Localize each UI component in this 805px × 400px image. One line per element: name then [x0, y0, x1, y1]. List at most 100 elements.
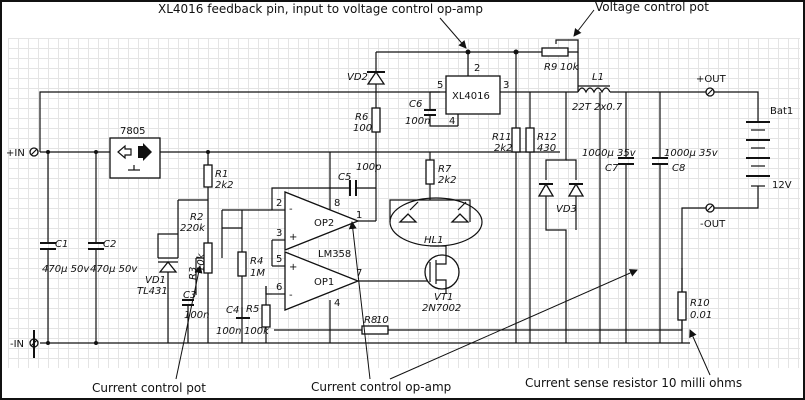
- annotation-current-opamp: Current control op-amp: [311, 380, 451, 394]
- op2-plus: +: [289, 232, 297, 243]
- c6-value: 100n: [405, 116, 430, 127]
- r12-ref: R12: [537, 132, 557, 143]
- input-positive-rail: [39, 91, 560, 153]
- capacitor-c7: 1000µ 35v C7: [582, 92, 637, 343]
- svg-text:1: 1: [356, 210, 362, 221]
- r6-ref: R6: [355, 112, 368, 123]
- vd1-value: TL431: [137, 286, 168, 297]
- l1-ref: L1: [592, 72, 604, 83]
- vt1-value: 2N7002: [422, 303, 461, 314]
- resistor-r6: R6 100: [353, 107, 381, 222]
- c5-ref: C5: [338, 172, 351, 183]
- wire-out-neg: [714, 186, 759, 209]
- c7-ref: C7: [605, 163, 619, 174]
- capacitor-c5: C5 100p: [271, 162, 381, 210]
- resistor-r11: R11 2k2: [492, 52, 521, 343]
- ground-rail: [40, 92, 690, 344]
- annotation-current-pot: Current control pot: [92, 381, 206, 395]
- zener-vd1: VD1 TL431: [137, 200, 179, 343]
- r1-ref: R1: [215, 169, 228, 180]
- in-negative-label: -IN: [10, 339, 24, 350]
- r12-value: 430: [537, 143, 556, 154]
- capacitor-c6: C6 100n: [405, 92, 458, 127]
- resistor-r12: R12 430: [525, 92, 557, 343]
- svg-text:4: 4: [334, 298, 340, 309]
- svg-text:4: 4: [449, 116, 455, 127]
- in-positive-terminal: +IN: [6, 147, 39, 159]
- r8-value: 10: [376, 315, 389, 326]
- annotation-feedback: XL4016 feedback pin, input to voltage co…: [158, 2, 483, 16]
- regulator-7805: 7805: [109, 126, 161, 179]
- r5-ref: R5: [246, 304, 259, 315]
- op2-label: OP2: [314, 218, 334, 229]
- r3-value: 10k: [196, 252, 207, 272]
- schematic-grid: [8, 38, 800, 368]
- out-negative-label: -OUT: [700, 219, 726, 230]
- r3-ref: R3: [188, 267, 199, 280]
- wire-op1-minus: [265, 286, 272, 295]
- inductor-l1: L1 22T 2x0.7: [514, 72, 706, 113]
- r10-value: 0.01: [690, 310, 712, 321]
- resistor-r7: R7 2k2: [425, 152, 457, 200]
- capacitor-c1: C1 470µ 50v: [40, 150, 90, 345]
- capacitor-c8: 1000µ 35v C8: [652, 92, 719, 343]
- r4-ref: R4: [250, 256, 263, 267]
- svg-text:2: 2: [276, 198, 282, 209]
- bat1-ref: Bat1: [770, 106, 793, 117]
- resistor-r2: R2 220k: [178, 199, 209, 234]
- r1-value: 2k2: [215, 180, 234, 191]
- c4-ref: C4: [226, 305, 239, 316]
- c7-value: 1000µ 35v: [582, 148, 637, 159]
- converter-xl4016: XL4016 2 3 5 4: [430, 52, 514, 127]
- svg-text:7: 7: [356, 268, 362, 279]
- c6-ref: C6: [409, 99, 422, 110]
- battery-bat1: Bat1 12V: [746, 106, 793, 191]
- capacitor-c4: C4 100n: [216, 305, 250, 337]
- opamp-op1: OP1 + -: [284, 251, 360, 311]
- annotation-voltage-pot: Voltage control pot: [595, 0, 709, 14]
- led-hl1: HL1: [389, 197, 483, 247]
- regulator-label: 7805: [120, 126, 145, 137]
- in-positive-label: +IN: [6, 148, 25, 159]
- vt1-ref: VT1: [434, 292, 453, 303]
- c1-ref: C1: [55, 239, 68, 250]
- wire-out-neg-sense: [681, 207, 706, 292]
- diode-vd2: VD2: [347, 52, 386, 108]
- annotation-sense-resistor: Current sense resistor 10 milli ohms: [525, 376, 742, 390]
- opamp-op2: OP2 - +: [284, 191, 360, 251]
- capacitor-c3: C3 100n: [182, 290, 209, 343]
- out-positive-label: +OUT: [696, 74, 727, 85]
- bat1-value: 12V: [772, 180, 792, 191]
- resistor-r5: R5 100k: [244, 286, 271, 343]
- resistor-r4: R4 1M: [221, 209, 272, 343]
- vd1-ref: VD1: [145, 275, 166, 286]
- l1-value: 22T 2x0.7: [572, 102, 623, 113]
- r11-value: 2k2: [494, 143, 513, 154]
- r4-value: 1M: [250, 268, 265, 279]
- c8-ref: C8: [672, 163, 685, 174]
- in-negative-terminal: -IN: [10, 330, 39, 358]
- r6-value: 100: [353, 123, 372, 134]
- op1-label: OP1: [314, 277, 334, 288]
- svg-text:2: 2: [474, 63, 480, 74]
- op1-minus: -: [289, 290, 293, 301]
- opamp-pins: 2 3 5 6 8 4 1 7: [272, 196, 362, 343]
- r7-value: 2k2: [438, 175, 457, 186]
- svg-text:5: 5: [276, 254, 282, 265]
- r7-ref: R7: [438, 164, 452, 175]
- r2-value: 220k: [180, 223, 206, 234]
- hl1-ref: HL1: [424, 235, 443, 246]
- r2-ref: R2: [190, 212, 203, 223]
- c1-value: 470µ 50v: [42, 264, 90, 275]
- svg-text:3: 3: [503, 80, 509, 91]
- xl4016-label: XL4016: [452, 91, 490, 102]
- potentiometer-r3: R3 10k: [188, 228, 213, 343]
- capacitor-c2: C2 470µ 50v: [88, 150, 138, 345]
- potentiometer-r9: R9 10k: [541, 39, 580, 73]
- lm358-label: LM358: [318, 249, 351, 260]
- r9-value: 10k: [560, 62, 580, 73]
- mosfet-vt1: VT1 2N7002: [422, 245, 461, 314]
- r10-ref: R10: [690, 298, 710, 309]
